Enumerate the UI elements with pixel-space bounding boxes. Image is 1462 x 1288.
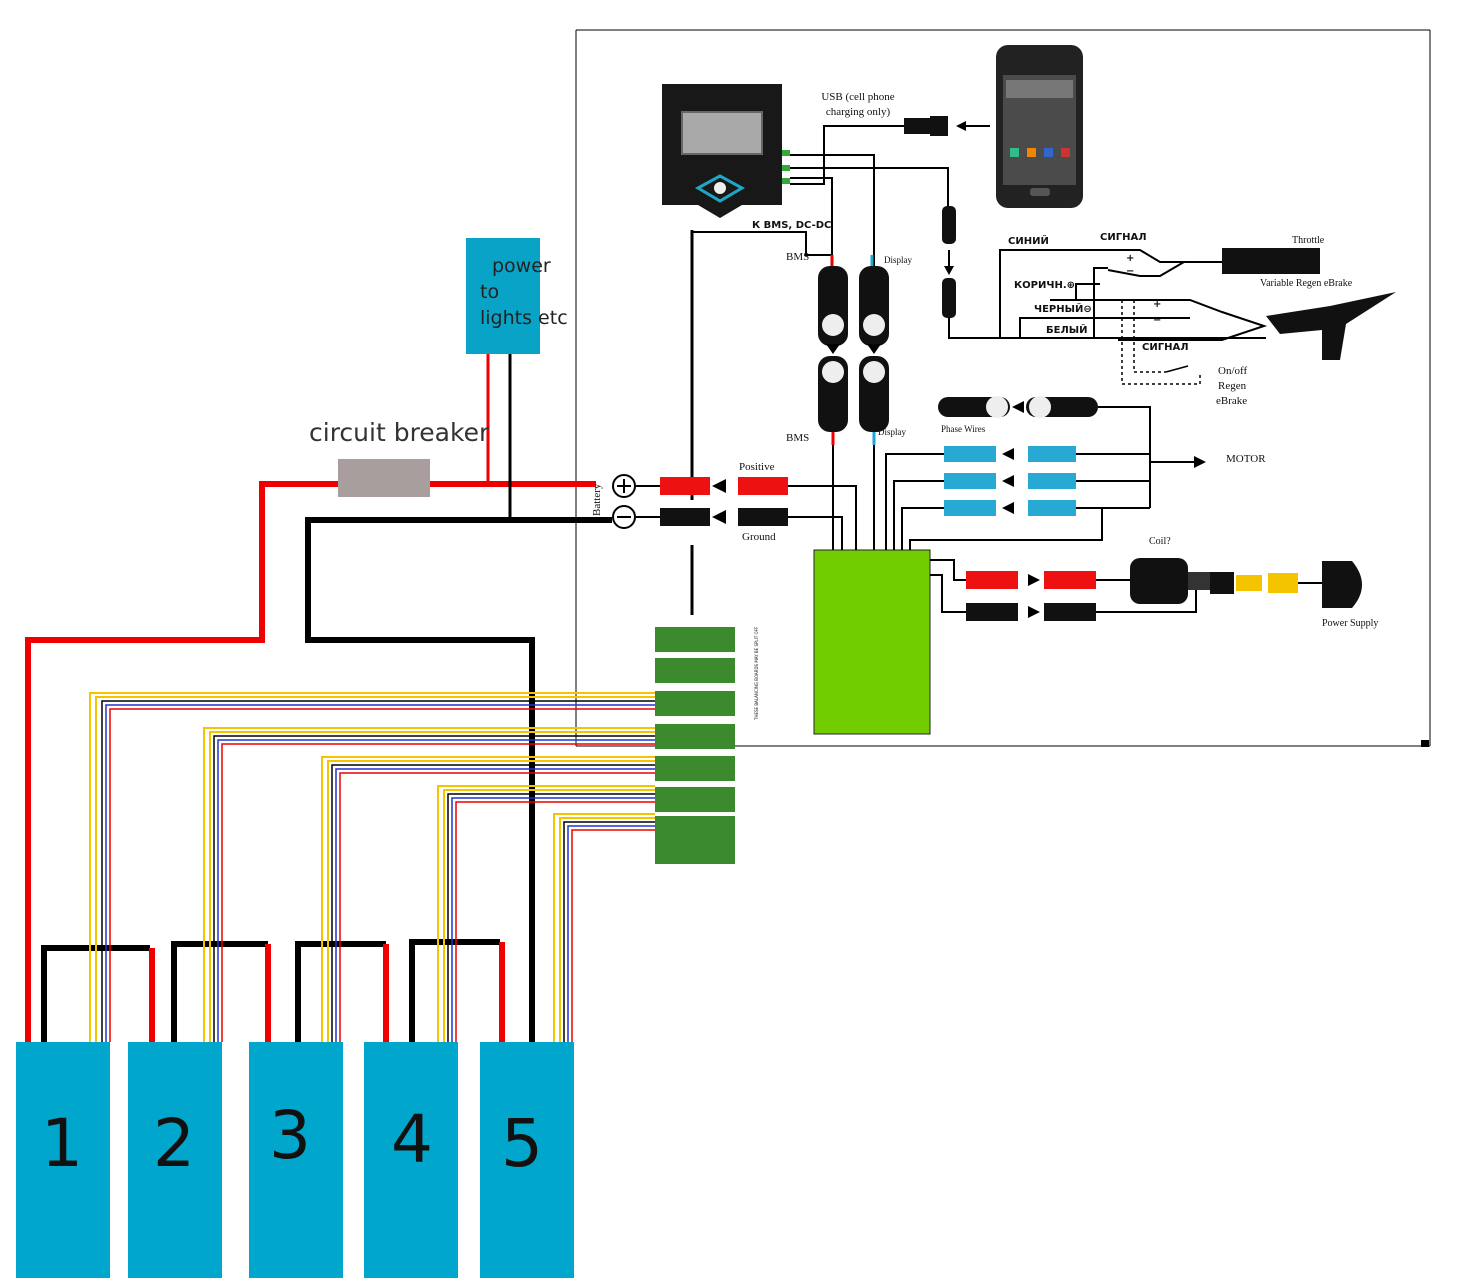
throttle-brake-wiring — [999, 248, 1396, 385]
signal-bottom-label: СИГНАЛ — [1142, 342, 1189, 353]
brake-plus-sign: + — [1153, 299, 1161, 310]
battery-label: Battery — [591, 483, 603, 516]
variable-regen-label: Variable Regen eBrake — [1260, 278, 1353, 289]
circuit-breaker-label: circuit breaker — [309, 418, 490, 447]
throttle-minus-sign: − — [1126, 266, 1134, 277]
ground-label: Ground — [742, 531, 776, 543]
bms-top-label: BMS — [786, 251, 809, 263]
bms-display-connectors — [690, 230, 889, 550]
power-supply-label: Power Supply — [1322, 618, 1378, 629]
brake-minus-sign: − — [1153, 315, 1161, 326]
sinii-label: СИНИЙ — [1008, 234, 1049, 247]
bms-bottom-label: BMS — [786, 432, 809, 444]
main-pack-wiring — [25, 354, 612, 1042]
phase-wire-connectors — [885, 396, 1206, 550]
usb-label-1: USB (cell phone — [821, 91, 894, 103]
positive-label: Positive — [739, 461, 775, 473]
charger-circuit — [930, 558, 1362, 621]
lcd-display-unit — [662, 84, 790, 218]
onoff-label-3: eBrake — [1216, 395, 1247, 407]
battery-cell-2 — [128, 1042, 222, 1278]
battery-cell-1 — [16, 1042, 110, 1278]
power-label-2: to — [480, 281, 499, 303]
display-top-label: Display — [884, 255, 912, 265]
balancing-boards — [655, 545, 735, 864]
battery-number-3: 3 — [269, 1097, 311, 1174]
usb-label-2: charging only) — [826, 106, 891, 118]
korichn-label: КОРИЧН.⊕ — [1014, 280, 1075, 291]
battery-cell-4 — [364, 1042, 458, 1278]
battery-number-1: 1 — [41, 1105, 83, 1182]
belyi-label: БЕЛЫЙ — [1046, 323, 1088, 336]
k-bms-label: К BMS, DC-DC — [752, 220, 831, 231]
battery-cell-3 — [249, 1042, 343, 1278]
signal-top-label: СИГНАЛ — [1100, 232, 1147, 243]
power-label-3: lights etc — [480, 307, 568, 329]
series-links — [41, 939, 505, 1042]
coil-label: Coil? — [1149, 536, 1171, 547]
display-bottom-label: Display — [878, 427, 906, 437]
throttle-plus-sign: + — [1126, 253, 1134, 264]
usb-cabling — [790, 116, 1266, 339]
battery-terminals — [612, 474, 857, 550]
chernyi-label: ЧЕРНЫЙ⊖ — [1034, 302, 1092, 315]
smartphone — [996, 45, 1083, 208]
battery-number-4: 4 — [391, 1101, 433, 1178]
battery-cells: 1 2 3 4 5 — [16, 1042, 574, 1278]
onoff-label-1: On/off — [1218, 365, 1247, 377]
controller-box — [813, 549, 931, 735]
power-lights-box — [466, 238, 540, 354]
phase-wires-label: Phase Wires — [941, 424, 986, 434]
battery-number-2: 2 — [153, 1105, 195, 1182]
motor-label: MOTOR — [1226, 453, 1266, 465]
throttle-label: Throttle — [1292, 235, 1325, 246]
balancing-note: THESE BALANCING BOARDS MAY BE SPLIT OFF — [754, 626, 759, 721]
battery-cell-5 — [480, 1042, 574, 1278]
power-label-1: power — [492, 255, 551, 277]
battery-number-5: 5 — [501, 1105, 543, 1182]
onoff-label-2: Regen — [1218, 380, 1247, 392]
balance-leads — [89, 692, 655, 1042]
